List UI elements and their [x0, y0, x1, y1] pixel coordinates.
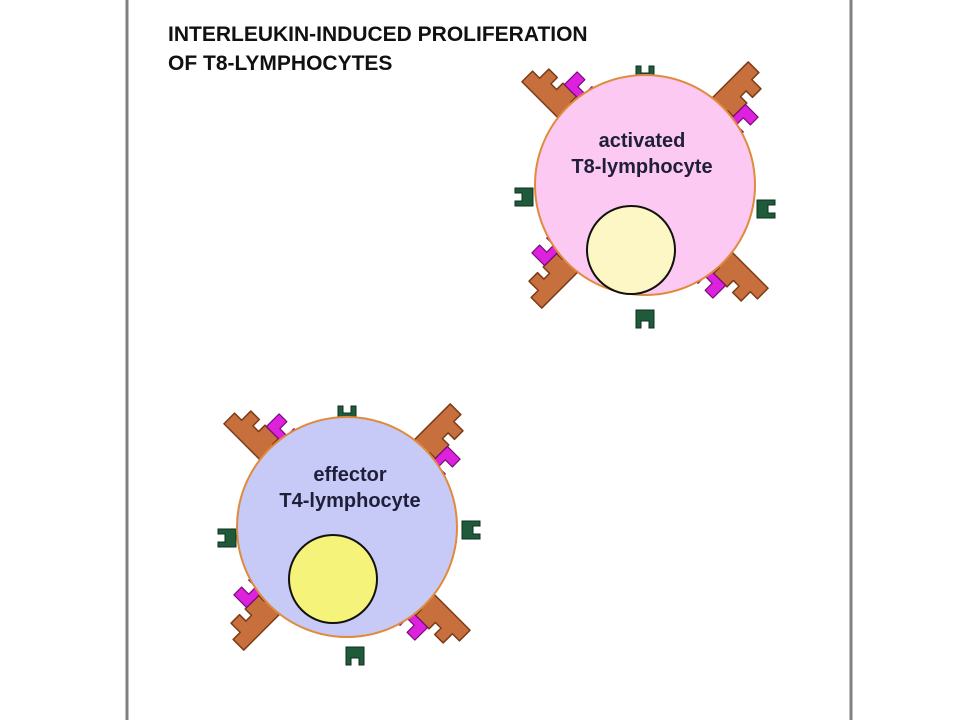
t8-marker-bottom [635, 309, 655, 329]
diagram-title-line-1: INTERLEUKIN-INDUCED PROLIFERATION [168, 23, 588, 46]
t4-marker-bottom [345, 646, 365, 666]
t4-marker-right [461, 520, 481, 540]
t4-cell-label-line-2: T4-lymphocyte [279, 490, 420, 512]
diagram-title-line-2: OF T8-LYMPHOCYTES [168, 52, 392, 75]
t8-cell-label-line-2: T8-lymphocyte [571, 156, 712, 178]
t4-nucleus [288, 534, 378, 624]
t4-cell-label-line-1: effector [313, 464, 387, 486]
t8-lymphocyte-cell: activated T8-lymphocyte [508, 48, 782, 329]
t8-cell-label-line-1: activated [599, 130, 686, 152]
t8-marker-right [756, 199, 776, 219]
t4-marker-left [217, 528, 237, 548]
t8-nucleus [586, 205, 676, 295]
t4-lymphocyte-cell: effector T4-lymphocyte [210, 390, 484, 666]
t8-marker-left [514, 187, 534, 207]
